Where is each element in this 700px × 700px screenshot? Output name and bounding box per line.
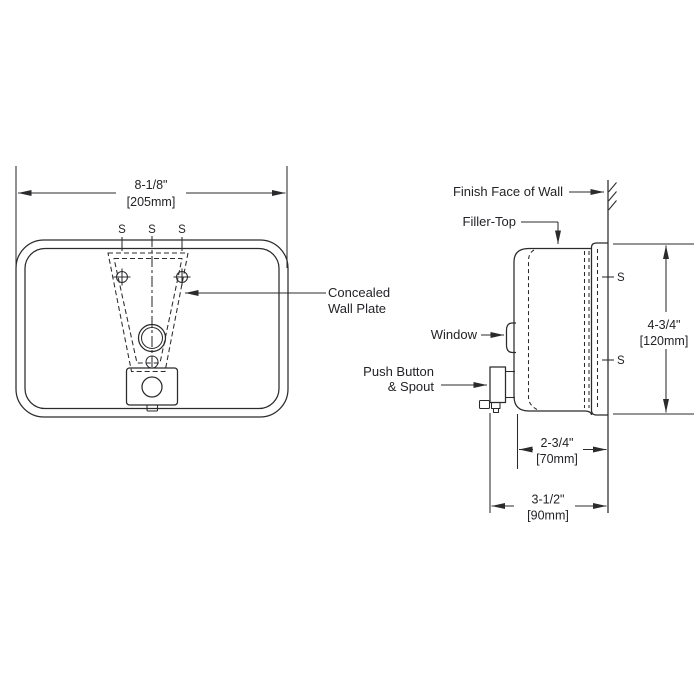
dispenser-inner-outline: [24, 247, 280, 410]
tank-front-hidden-line: [527, 249, 538, 410]
height-dimension: 4-3/4" [120mm]: [613, 243, 694, 415]
callout-line1: Concealed: [328, 285, 390, 300]
window-callout: Window: [431, 327, 504, 342]
width-dim-metric: [205mm]: [127, 195, 176, 209]
push-button-label-line2: & Spout: [388, 379, 435, 394]
height-dim-imperial: 4-3/4": [648, 318, 681, 332]
depth-dim-imperial: 2-3/4": [541, 436, 574, 450]
finish-face-label: Finish Face of Wall: [453, 184, 563, 199]
spout-nozzle: [478, 399, 491, 410]
callout-line2: Wall Plate: [328, 301, 386, 316]
spout-step: [490, 401, 501, 410]
push-button-label-line1: Push Button: [363, 364, 434, 379]
push-button-profile: [478, 366, 515, 414]
finish-face-callout: Finish Face of Wall: [453, 184, 604, 199]
window-label: Window: [431, 327, 478, 342]
height-dim-metric: [120mm]: [640, 334, 689, 348]
wall-plate-inner-hidden: [113, 257, 183, 364]
projection-dim-imperial: 3-1/2": [532, 493, 565, 507]
concealed-wall-plate: [107, 252, 189, 373]
wall: [607, 180, 617, 513]
housing-outline: [125, 367, 179, 406]
projection-dim-metric: [90mm]: [527, 509, 569, 523]
sight-window-inner: [140, 326, 164, 350]
window-profile: [505, 322, 516, 354]
wall-hatch: [608, 191, 617, 202]
screw-label: S: [148, 224, 156, 236]
wall-hatch: [608, 182, 617, 193]
mounting-screw-left: [113, 268, 131, 286]
wall-plate-outer-hidden: [107, 252, 189, 373]
push-button-callout: Push Button & Spout: [363, 364, 487, 394]
projection-dimension: 3-1/2" [90mm]: [489, 413, 607, 523]
sight-window-outer: [137, 323, 167, 353]
back-plate: [590, 242, 608, 416]
side-view: Finish Face of Wall Filler-Top Window: [363, 180, 694, 523]
tank-body: [513, 247, 593, 416]
push-button: [141, 376, 163, 398]
filler-top-label: Filler-Top: [463, 214, 516, 229]
back-plate-outline: [590, 242, 608, 416]
depth-dimension: 2-3/4" [70mm]: [516, 414, 607, 469]
wall-plate-callout: Concealed Wall Plate: [185, 285, 390, 316]
screw-label: S: [178, 224, 186, 236]
width-dimension: 8-1/8" [205mm]: [15, 166, 288, 268]
depth-dim-metric: [70mm]: [536, 452, 578, 466]
width-dim-imperial: 8-1/8": [135, 178, 168, 192]
spout-tip: [146, 404, 159, 412]
button-body: [489, 366, 507, 404]
tank-outline: [513, 247, 593, 416]
screw-label: S: [118, 224, 126, 236]
wall-hatch: [608, 200, 617, 211]
screw-label: S: [617, 272, 625, 284]
push-button-housing: [125, 367, 179, 412]
mounting-screw-right: [173, 268, 191, 286]
dispenser-outer-outline: [15, 239, 289, 418]
filler-top-callout: Filler-Top: [463, 214, 561, 244]
screw-label: S: [617, 355, 625, 367]
spout-tip: [492, 407, 500, 414]
front-view: 8-1/8" [205mm] S S S: [15, 166, 390, 418]
screw-callouts: S S S: [118, 224, 186, 367]
screw-callouts-side: S S: [602, 272, 625, 367]
